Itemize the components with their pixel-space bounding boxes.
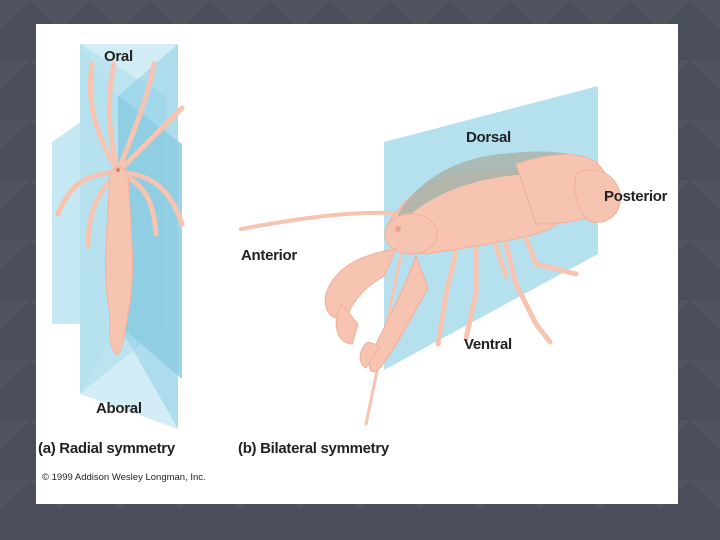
label-posterior: Posterior bbox=[604, 188, 668, 205]
caption-bilateral: (b) Bilateral symmetry bbox=[238, 440, 389, 457]
radial-symmetry-diagram bbox=[52, 44, 621, 429]
caption-radial: (a) Radial symmetry bbox=[38, 440, 175, 457]
radial-plane-front bbox=[118, 96, 182, 379]
label-dorsal: Dorsal bbox=[466, 129, 511, 146]
hydra-body bbox=[105, 166, 133, 355]
crayfish-head bbox=[384, 213, 438, 255]
hydra-mouth bbox=[116, 168, 120, 172]
radial-plane-back bbox=[52, 96, 118, 324]
label-anterior: Anterior bbox=[241, 247, 297, 264]
label-oral: Oral bbox=[104, 48, 133, 65]
crayfish bbox=[239, 151, 621, 426]
label-ventral: Ventral bbox=[464, 336, 512, 353]
label-aboral: Aboral bbox=[96, 400, 142, 417]
crayfish-antenna-1 bbox=[239, 210, 412, 231]
crayfish-tail bbox=[574, 169, 621, 223]
crayfish-eye bbox=[395, 226, 401, 232]
copyright-notice: © 1999 Addison Wesley Longman, Inc. bbox=[42, 472, 206, 483]
crayfish-claw-right bbox=[368, 254, 429, 373]
crayfish-legs bbox=[435, 235, 579, 347]
crayfish-claw-left bbox=[324, 248, 398, 319]
figure-panel: Oral Aboral Dorsal Posterior Anterior Ve… bbox=[36, 24, 678, 504]
